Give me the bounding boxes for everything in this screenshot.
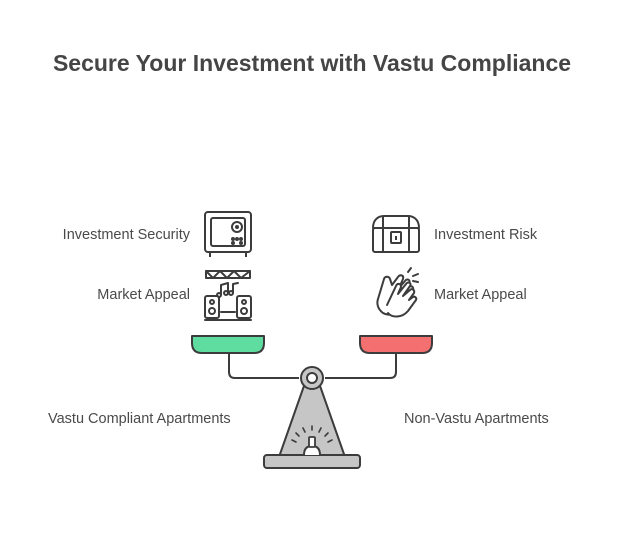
scale-base <box>263 454 361 469</box>
left-caption: Vastu Compliant Apartments <box>48 411 231 427</box>
clapping-hands-icon <box>376 267 419 318</box>
page-title: Secure Your Investment with Vastu Compli… <box>52 50 572 76</box>
right-item-market-appeal: Market Appeal <box>434 287 527 303</box>
left-pan <box>191 335 265 354</box>
treasure-chest-icon <box>372 215 420 253</box>
right-caption: Non-Vastu Apartments <box>404 411 549 427</box>
safe-icon <box>204 211 252 257</box>
right-pan <box>359 335 433 354</box>
left-item-market-appeal: Market Appeal <box>97 287 190 303</box>
balance-scale-icon <box>191 335 433 469</box>
left-arm <box>228 352 299 379</box>
right-arm <box>325 352 397 379</box>
left-item-investment-security: Investment Security <box>62 227 190 243</box>
right-item-investment-risk: Investment Risk <box>434 227 538 243</box>
music-store-icon <box>204 270 252 321</box>
